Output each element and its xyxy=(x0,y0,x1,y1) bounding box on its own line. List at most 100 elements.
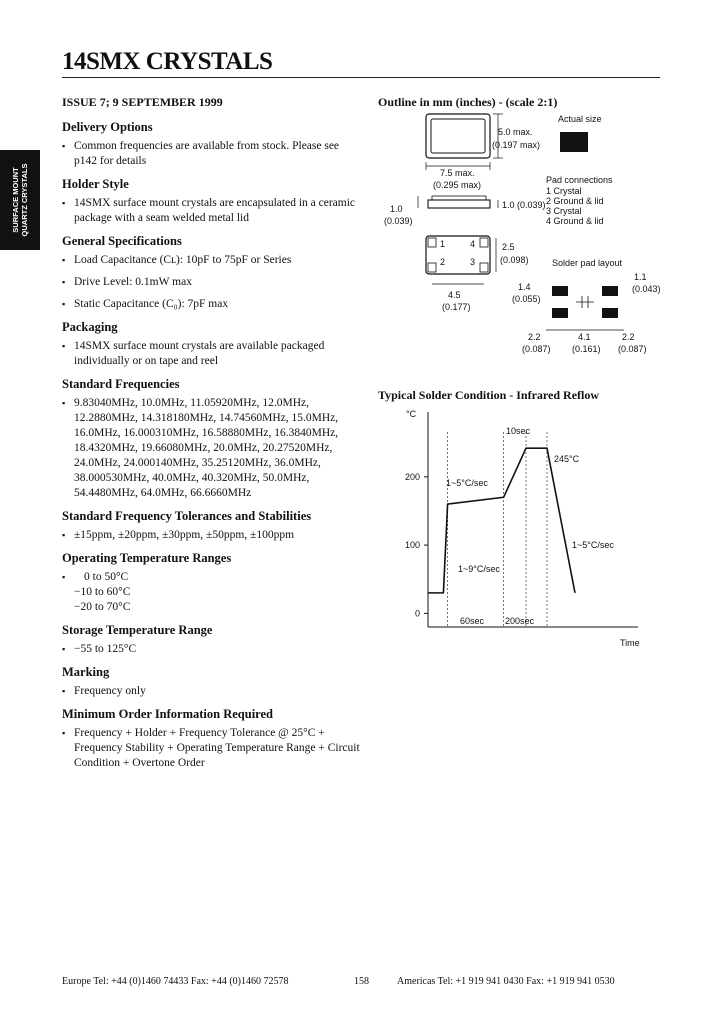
lay-b: 1.4 xyxy=(518,282,531,292)
section-heading: Delivery Options xyxy=(62,120,153,134)
list-item: 9.83040MHz, 10.0MHz, 11.05920MHz, 12.0MH… xyxy=(62,396,362,501)
section-heading: General Specifications xyxy=(62,234,182,248)
pad-connections-title: Pad connections xyxy=(546,175,613,185)
section-marking: Marking Frequency only xyxy=(62,665,362,699)
chart-series xyxy=(428,432,576,627)
pin-4: 4 xyxy=(470,239,475,249)
solder-pad xyxy=(552,308,568,318)
section-order: Minimum Order Information Required Frequ… xyxy=(62,707,362,771)
list-item: 14SMX surface mount crystals are availab… xyxy=(62,339,362,369)
outline-title: Outline in mm (inches) - (scale 2:1) xyxy=(378,95,558,109)
peak-temp-label: 245°C xyxy=(554,454,580,464)
layout-title: Solder pad layout xyxy=(552,258,623,268)
package-lid xyxy=(430,118,486,154)
solder-pad xyxy=(602,308,618,318)
section-operating: Operating Temperature Ranges 0 to 50°C −… xyxy=(62,551,362,615)
page-title: 14SMX CRYSTALS xyxy=(62,48,273,75)
dim-side-right: 1.0 (0.039) xyxy=(502,200,546,210)
section-heading: Operating Temperature Ranges xyxy=(62,551,232,565)
lay-d: 4.1 xyxy=(578,332,591,342)
chart-annotations: 10sec 245°C 1~5°C/sec 1~5°C/sec 1~9°C/se… xyxy=(446,426,614,626)
y-tick-label: 100 xyxy=(405,540,420,550)
profile-line xyxy=(428,447,576,594)
list-item: Frequency + Holder + Frequency Tolerance… xyxy=(62,726,362,771)
dim-height-in: (0.197 max) xyxy=(492,140,540,150)
preheat-time-label: 60sec xyxy=(460,616,485,626)
pin-3: 3 xyxy=(470,257,475,267)
footer-page-number: 158 xyxy=(354,976,369,987)
outline-section: Outline in mm (inches) - (scale 2:1) xyxy=(378,95,678,110)
section-packaging: Packaging 14SMX surface mount crystals a… xyxy=(62,320,362,369)
solder-chart: °C Time 0 100 200 10sec 245°C 1~5°C/sec 1~… xyxy=(405,409,640,648)
side-tab-line-2: QUARTZ CRYSTALS xyxy=(20,163,29,237)
peak-time-label: 10sec xyxy=(506,426,531,436)
section-general: General Specifications Load Capacitance … xyxy=(62,234,362,312)
cool-down-label: 1~5°C/sec xyxy=(572,540,614,550)
section-holder: Holder Style 14SMX surface mount crystal… xyxy=(62,177,362,226)
actual-size-chip xyxy=(560,132,588,152)
range-line: −20 to 70°C xyxy=(74,601,131,613)
spec-column: ISSUE 7; 9 SEPTEMBER 1999 Delivery Optio… xyxy=(62,95,362,779)
issue-date: ISSUE 7; 9 SEPTEMBER 1999 xyxy=(62,95,223,109)
package-side-view xyxy=(427,199,491,209)
section-storage: Storage Temperature Range −55 to 125°C xyxy=(62,623,362,657)
dim-pad-h-in: (0.098) xyxy=(500,255,529,265)
solder-pad xyxy=(602,286,618,296)
package-top-view xyxy=(425,113,491,159)
pad-3: 3 Crystal xyxy=(546,206,582,216)
range-line: −10 to 60°C xyxy=(74,586,131,598)
pin-2: 2 xyxy=(440,257,445,267)
section-tolerances: Standard Frequency Tolerances and Stabil… xyxy=(62,509,362,543)
dim-pad-w: 4.5 xyxy=(448,290,461,300)
chart-title: Typical Solder Condition - Infrared Refl… xyxy=(378,388,600,402)
pad-2: 2 Ground & lid xyxy=(546,196,604,206)
lay-a-in: (0.043) xyxy=(632,284,661,294)
lay-a: 1.1 xyxy=(634,272,647,282)
lay-e-in: (0.087) xyxy=(618,344,647,354)
dim-height: 5.0 max. xyxy=(498,127,533,137)
section-delivery: Delivery Options Common frequencies are … xyxy=(62,120,362,169)
section-frequencies: Standard Frequencies 9.83040MHz, 10.0MHz… xyxy=(62,377,362,501)
y-tick-label: 200 xyxy=(405,472,420,482)
y-tick-label: 0 xyxy=(415,608,420,618)
dim-pad-h: 2.5 xyxy=(502,242,515,252)
side-tab-label: SURFACE MOUNT QUARTZ CRYSTALS xyxy=(11,152,29,248)
lay-b-in: (0.055) xyxy=(512,294,541,304)
solder-pad xyxy=(552,286,568,296)
range-line: 0 to 50°C xyxy=(84,571,129,583)
chart-axes: 0 100 200 xyxy=(405,412,638,628)
x-axis-label: Time xyxy=(620,638,640,648)
dim-pad-w-in: (0.177) xyxy=(442,302,471,312)
list-item: Common frequencies are available from st… xyxy=(62,139,362,169)
section-heading: Packaging xyxy=(62,320,118,334)
list-item: 14SMX surface mount crystals are encapsu… xyxy=(62,196,362,226)
outline-drawing: 5.0 max. (0.197 max) 7.5 max. (0.295 max… xyxy=(384,113,661,354)
lay-d-in: (0.161) xyxy=(572,344,601,354)
lay-c-in: (0.087) xyxy=(522,344,551,354)
lay-c: 2.2 xyxy=(528,332,541,342)
dim-side-left: 1.0 xyxy=(390,204,403,214)
section-heading: Standard Frequency Tolerances and Stabil… xyxy=(62,509,312,523)
footer-europe: Europe Tel: +44 (0)1460 74433 Fax: +44 (… xyxy=(62,976,289,987)
lay-e: 2.2 xyxy=(622,332,635,342)
dim-width: 7.5 max. xyxy=(440,168,475,178)
side-tab-line-1: SURFACE MOUNT xyxy=(11,167,20,233)
footer-americas: Americas Tel: +1 919 941 0430 Fax: +1 91… xyxy=(397,976,615,987)
section-heading: Standard Frequencies xyxy=(62,377,180,391)
section-heading: Marking xyxy=(62,665,110,679)
list-item: Frequency only xyxy=(62,684,362,699)
y-axis-label: °C xyxy=(406,409,417,419)
list-item: Load Capacitance (Cʟ): 10pF to 75pF or S… xyxy=(62,253,362,268)
section-heading: Storage Temperature Range xyxy=(62,623,213,637)
package-bottom-view xyxy=(425,235,491,275)
reflow-time-label: 200sec xyxy=(505,616,535,626)
pad-4: 4 Ground & lid xyxy=(546,216,604,226)
dim-side-left-in: (0.039) xyxy=(384,216,413,226)
ramp-up-label: 1~5°C/sec xyxy=(446,478,488,488)
pad-1: 1 Crystal xyxy=(546,186,582,196)
list-item: −55 to 125°C xyxy=(62,642,362,657)
side-tab: SURFACE MOUNT QUARTZ CRYSTALS xyxy=(0,150,40,250)
list-item: Drive Level: 0.1mW max xyxy=(62,275,362,290)
list-item: Static Capacitance (C₀): 7pF max xyxy=(62,297,362,312)
section-heading: Minimum Order Information Required xyxy=(62,707,273,721)
